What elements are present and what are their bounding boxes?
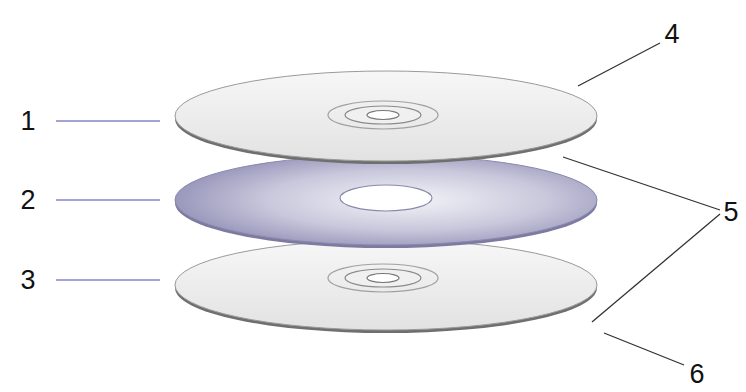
center-hole	[367, 274, 399, 283]
callout-number: 4	[664, 21, 679, 48]
hub-ring	[328, 101, 438, 129]
callout-number: 2	[20, 187, 35, 214]
leader-line	[592, 214, 720, 322]
callout-number: 5	[723, 199, 738, 226]
center-hole	[367, 111, 399, 120]
hub-ring	[345, 106, 421, 124]
disc-surface	[175, 240, 597, 330]
middle-disc	[175, 155, 597, 248]
callout-number: 6	[689, 361, 704, 388]
leader-line	[604, 333, 684, 365]
leader-line	[56, 120, 160, 121]
hub-ring	[328, 264, 438, 292]
center-hole	[340, 185, 432, 211]
disc-surface	[175, 71, 597, 161]
disc-surface	[175, 155, 597, 245]
leader-line	[578, 43, 660, 86]
leader-line	[56, 279, 160, 280]
leader-lines	[56, 43, 720, 365]
hub-ring	[345, 269, 421, 287]
bottom-disc	[175, 240, 597, 333]
top-disc	[175, 71, 597, 164]
callout-number: 1	[20, 108, 35, 135]
leader-line	[56, 199, 160, 200]
callout-number: 3	[20, 267, 35, 294]
